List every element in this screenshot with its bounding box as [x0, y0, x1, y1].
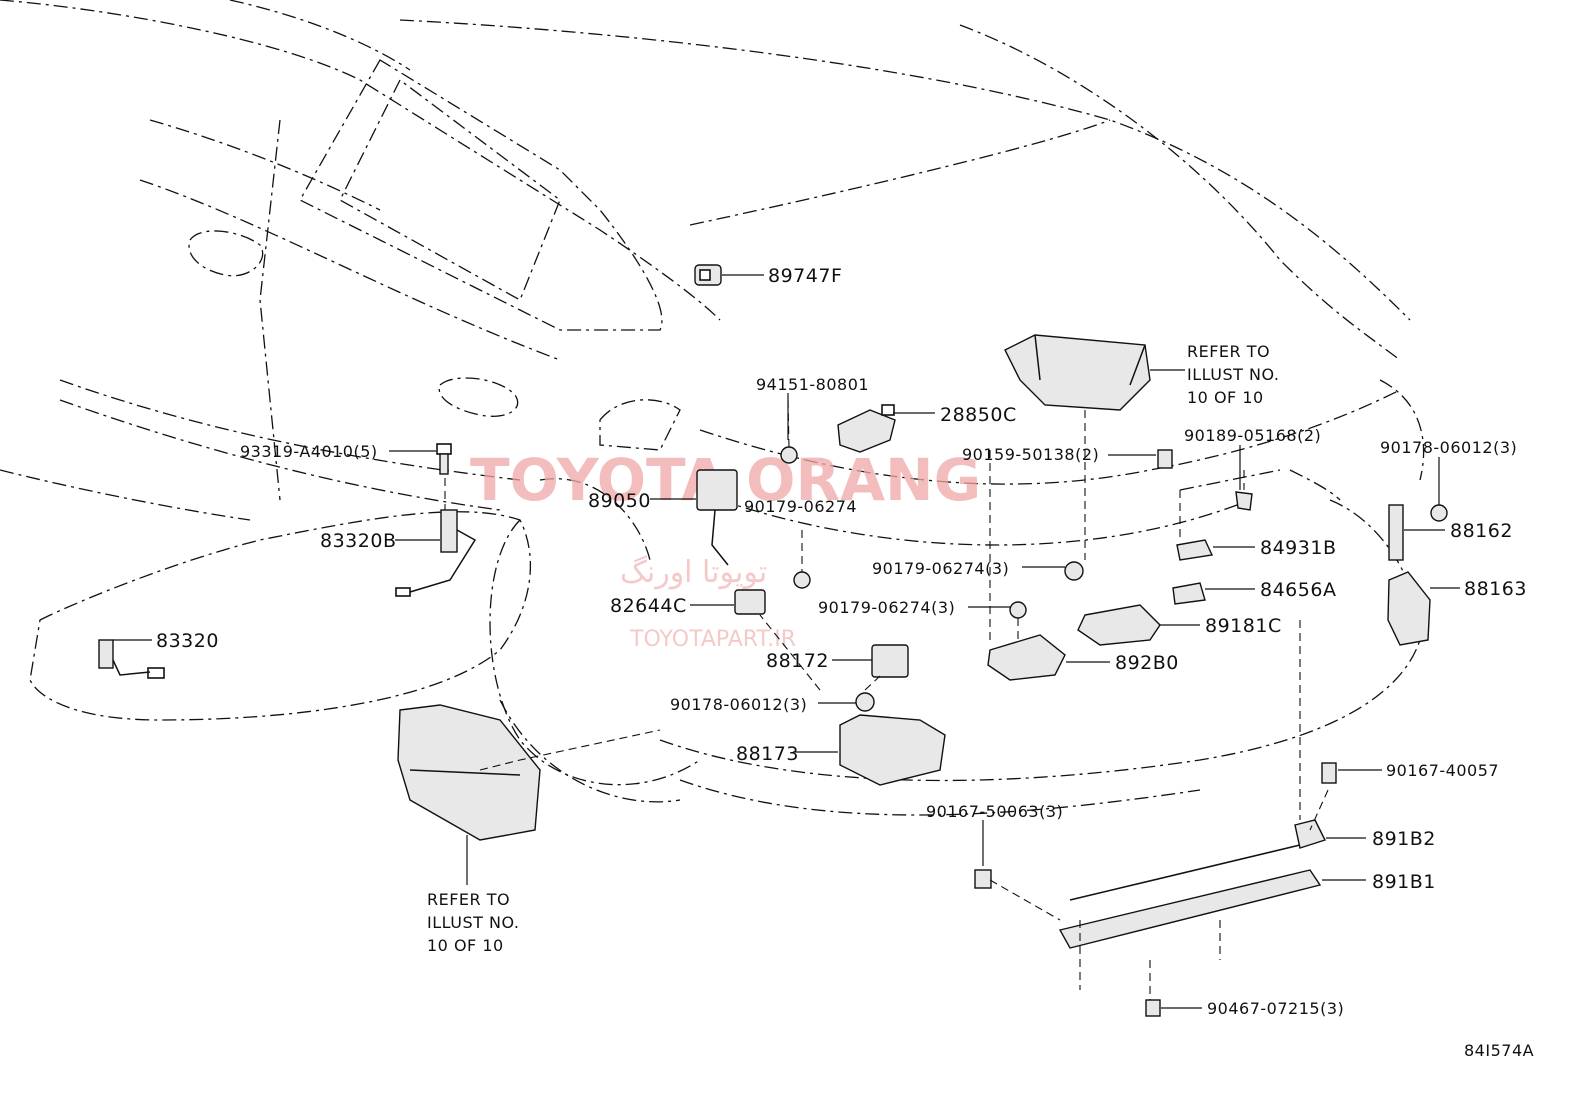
part-90467-shape	[1145, 999, 1161, 1017]
label-94151-80801: 94151-80801	[756, 375, 869, 394]
module-upper-shape	[1004, 334, 1151, 411]
label-892B0: 892B0	[1115, 652, 1179, 674]
note-upper-line3: 10 OF 10	[1187, 388, 1264, 407]
part-89747F-shape	[694, 264, 722, 286]
label-90179-06274-center: 90179-06274(3)	[872, 559, 1009, 578]
part-891B1-shape	[1058, 869, 1322, 949]
leader-lines	[113, 274, 1460, 1009]
note-lower-line3: 10 OF 10	[427, 936, 504, 955]
label-90159-50138: 90159-50138(2)	[962, 445, 1099, 464]
part-82644C-shape	[734, 589, 766, 615]
label-88173: 88173	[736, 743, 799, 765]
part-90167a-shape	[1321, 762, 1337, 784]
label-88163: 88163	[1464, 578, 1527, 600]
label-89050: 89050	[588, 490, 651, 512]
part-90178b-shape	[855, 692, 875, 712]
part-shapes	[98, 264, 1448, 1017]
label-88172: 88172	[766, 650, 829, 672]
label-891B2: 891B2	[1372, 828, 1436, 850]
part-90189-shape	[1235, 491, 1253, 511]
label-83320: 83320	[156, 630, 219, 652]
vehicle-body-outline	[0, 0, 1425, 816]
part-88172-shape	[871, 644, 909, 678]
part-28850C-shape	[837, 404, 896, 453]
part-892B0-shape	[987, 634, 1066, 681]
label-891B1: 891B1	[1372, 871, 1436, 893]
part-93319-shape	[436, 443, 452, 475]
label-93319-A4010: 93319-A4010(5)	[240, 442, 378, 461]
reference-note-lower: REFER TO ILLUST NO. 10 OF 10	[427, 890, 519, 955]
part-90179c-shape	[1009, 601, 1027, 619]
part-labels: 89747F 94151-80801 28850C 93319-A4010(5)…	[156, 265, 1527, 1018]
part-83320-shape	[98, 639, 165, 679]
part-89050-shape	[696, 469, 738, 566]
label-90179-06274: 90179-06274	[744, 497, 857, 516]
label-89747F: 89747F	[768, 265, 842, 287]
note-upper-line2: ILLUST NO.	[1187, 365, 1279, 384]
label-90167-40057: 90167-40057	[1386, 761, 1499, 780]
part-88163-shape	[1387, 571, 1431, 646]
part-84656A-shape	[1172, 582, 1206, 605]
part-891B2-shape	[1069, 819, 1326, 901]
label-28850C: 28850C	[940, 404, 1017, 426]
part-90178a-shape	[1430, 504, 1448, 522]
part-84931B-shape	[1176, 539, 1214, 561]
label-83320B: 83320B	[320, 530, 396, 552]
part-88162-shape	[1388, 504, 1404, 561]
note-upper-line1: REFER TO	[1187, 342, 1270, 361]
part-94151-shape	[780, 446, 798, 464]
label-82644C: 82644C	[610, 595, 687, 617]
watermark-site: TOYOTAPART.IR	[629, 627, 796, 652]
note-lower-line2: ILLUST NO.	[427, 913, 519, 932]
reference-note-upper: REFER TO ILLUST NO. 10 OF 10	[1187, 342, 1279, 407]
module-lower-shape	[397, 704, 541, 841]
part-90179b-shape	[1064, 561, 1084, 581]
watermark-persian: تویوتا اورنگ	[620, 555, 767, 590]
label-89181C: 89181C	[1205, 615, 1282, 637]
part-90167b-shape	[974, 869, 992, 889]
label-90179-06274-lower: 90179-06274(3)	[818, 598, 955, 617]
label-84931B: 84931B	[1260, 537, 1336, 559]
part-89181C-shape	[1077, 604, 1161, 646]
label-90467-07215: 90467-07215(3)	[1207, 999, 1344, 1018]
part-90179a-shape	[793, 571, 811, 589]
label-90178-06012-right: 90178-06012(3)	[1380, 438, 1517, 457]
label-88162: 88162	[1450, 520, 1513, 542]
label-90178-06012-left: 90178-06012(3)	[670, 695, 807, 714]
diagram-id: 84I574A	[1464, 1041, 1534, 1060]
part-90159-shape	[1157, 449, 1173, 469]
label-90189-05168: 90189-05168(2)	[1184, 426, 1321, 445]
part-88173-shape	[839, 714, 946, 786]
label-90167-50063: 90167-50063(3)	[926, 802, 1063, 821]
part-83320B-shape	[395, 509, 477, 597]
note-lower-line1: REFER TO	[427, 890, 510, 909]
label-84656A: 84656A	[1260, 579, 1336, 601]
